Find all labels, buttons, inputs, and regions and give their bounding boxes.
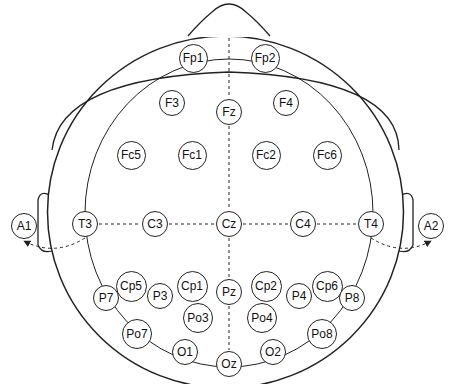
electrode-circle: Fp1 xyxy=(179,44,208,73)
nose-join xyxy=(190,34,268,38)
electrode-circle: P7 xyxy=(93,285,119,311)
electrode-circle: F4 xyxy=(273,90,299,116)
reference-arrow xyxy=(24,238,85,248)
electrode-label: Fz xyxy=(222,106,235,118)
electrode-label: Cp1 xyxy=(181,280,203,292)
electrode-circle: Pz xyxy=(216,279,242,305)
electrode-circle: Fc1 xyxy=(178,141,207,170)
electrode-label: O2 xyxy=(265,346,281,358)
electrode-label: Oz xyxy=(221,358,236,370)
electrode-circle: C4 xyxy=(290,211,316,237)
electrode-circle: Cz xyxy=(216,211,242,237)
nose xyxy=(188,4,270,36)
electrode-circle: P4 xyxy=(286,283,312,309)
electrode-label: F4 xyxy=(279,97,293,109)
electrode-circle: Fc5 xyxy=(117,141,146,170)
electrode-circle: Cp1 xyxy=(177,271,208,302)
electrode-circle: Cp5 xyxy=(116,271,147,302)
electrode-circle: O2 xyxy=(260,339,286,365)
electrode-label: Po3 xyxy=(187,312,208,324)
electrode-circle: Po4 xyxy=(247,303,277,333)
electrode-circle: Fc2 xyxy=(252,141,281,170)
electrode-label: C3 xyxy=(147,218,162,230)
electrode-circle: Po7 xyxy=(122,319,152,349)
electrode-circle: Po3 xyxy=(183,303,213,333)
electrode-circle: A1 xyxy=(11,213,37,239)
electrode-label: T3 xyxy=(78,218,92,230)
electrode-label: Pz xyxy=(222,286,236,298)
electrode-circle: Fz xyxy=(216,99,242,125)
electrode-label: Fc2 xyxy=(256,149,276,161)
head-outline xyxy=(48,36,404,384)
electrode-circle: P3 xyxy=(147,283,173,309)
electrode-label: Po7 xyxy=(126,328,147,340)
electrode-circle: F3 xyxy=(159,90,185,116)
electrode-label: Po8 xyxy=(311,328,332,340)
electrode-circle: C3 xyxy=(142,211,168,237)
electrode-label: Fp1 xyxy=(183,52,204,64)
electrode-label: A1 xyxy=(17,220,32,232)
dashed-guide xyxy=(229,238,230,278)
reference-arrow xyxy=(371,238,431,248)
dashed-guide xyxy=(99,224,141,225)
electrode-label: Po4 xyxy=(251,312,272,324)
hair-line xyxy=(52,72,399,150)
electrode-label: F3 xyxy=(165,97,179,109)
dashed-guide xyxy=(169,224,215,225)
scalp-circle xyxy=(85,59,373,367)
electrode-label: Cp2 xyxy=(255,280,277,292)
midline xyxy=(229,38,230,98)
electrode-circle: Po8 xyxy=(307,319,337,349)
electrode-circle: Fc6 xyxy=(313,141,342,170)
electrode-circle: Cp6 xyxy=(312,271,343,302)
electrode-label: T4 xyxy=(364,218,378,230)
electrode-circle: O1 xyxy=(172,339,198,365)
electrode-label: P4 xyxy=(292,290,307,302)
electrode-circle: Oz xyxy=(216,351,242,377)
electrode-label: O1 xyxy=(177,346,193,358)
electrode-circle: T3 xyxy=(72,211,98,237)
electrode-label: Cp6 xyxy=(316,280,338,292)
dashed-guide xyxy=(317,224,357,225)
electrode-circle: P8 xyxy=(339,285,365,311)
electrode-label: Cz xyxy=(222,218,237,230)
electrode-label: P8 xyxy=(345,292,360,304)
dashed-guide xyxy=(229,126,230,210)
dashed-guide xyxy=(243,224,289,225)
electrode-label: A2 xyxy=(424,220,439,232)
dashed-guide xyxy=(229,306,230,350)
electrode-label: P3 xyxy=(153,290,168,302)
electrode-label: Fc1 xyxy=(182,149,202,161)
electrode-label: Fc6 xyxy=(317,149,337,161)
electrode-label: C4 xyxy=(295,218,310,230)
electrode-circle: T4 xyxy=(358,211,384,237)
electrode-circle: Fp2 xyxy=(251,44,280,73)
electrode-label: P7 xyxy=(99,292,114,304)
electrode-label: Fp2 xyxy=(255,52,276,64)
electrode-circle: Cp2 xyxy=(251,271,282,302)
electrode-label: Cp5 xyxy=(120,280,142,292)
electrode-circle: A2 xyxy=(418,213,444,239)
electrode-label: Fc5 xyxy=(121,149,141,161)
